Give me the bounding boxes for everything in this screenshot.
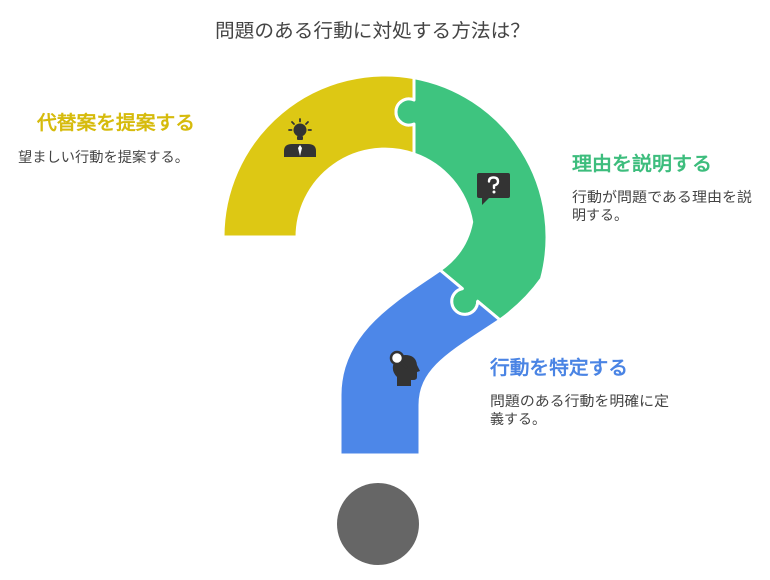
step-description-line: 問題のある行動を明確に定 — [490, 394, 669, 410]
step-description-line: 明する。 — [572, 208, 628, 224]
step-description-line: 望ましい行動を提案する。 — [18, 149, 189, 166]
question-bubble-icon — [477, 173, 510, 205]
step-title-identify-behavior: 行動を特定する — [489, 356, 628, 379]
step-title-explain-reason: 理由を説明する — [572, 152, 712, 175]
lightbulb-person-icon — [284, 118, 316, 157]
step-title-suggest-alternative: 代替案を提案する — [36, 111, 195, 134]
step-description-line: 義する。 — [490, 411, 546, 428]
head-search-icon — [389, 350, 420, 386]
question-mark-yellow-piece — [221, 73, 416, 239]
step-description-line: 行動が問題である理由を説 — [572, 190, 752, 206]
question-mark-dot — [337, 483, 419, 565]
question-mark-blue-piece — [338, 268, 502, 457]
page-title: 問題のある行動に対処する方法は？ — [215, 20, 530, 42]
